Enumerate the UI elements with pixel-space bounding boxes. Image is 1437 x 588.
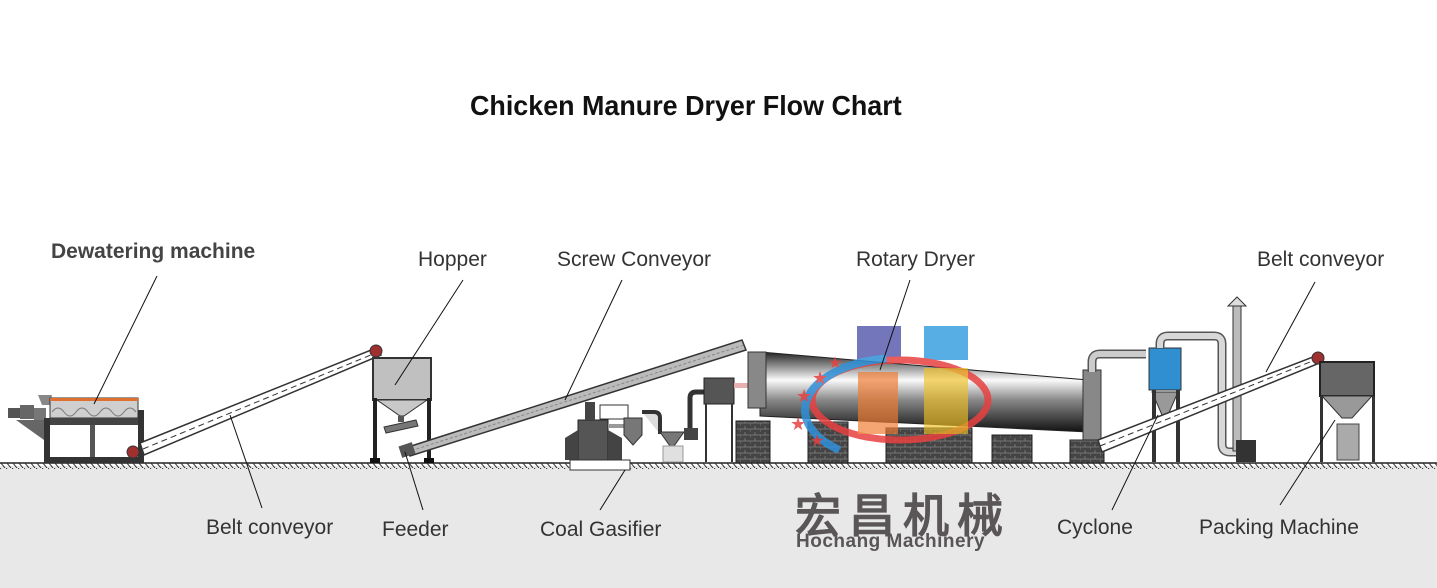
- label-belt-conveyor-bottom: Belt conveyor: [206, 516, 334, 539]
- packing-machine: [1319, 361, 1375, 462]
- svg-text:★: ★: [790, 414, 806, 434]
- svg-text:★: ★: [810, 433, 824, 450]
- ground-line: [0, 462, 1437, 469]
- label-coal-gasifier: Coal Gasifier: [540, 518, 662, 541]
- page-title: Chicken Manure Dryer Flow Chart: [470, 90, 902, 121]
- coal-gasifier: [565, 402, 698, 471]
- label-belt-conveyor-top: Belt conveyor: [1257, 248, 1385, 271]
- dewatering-machine: [8, 395, 144, 463]
- label-cyclone: Cyclone: [1057, 516, 1133, 539]
- rotary-dryer: [735, 351, 1105, 464]
- leader-lines: [93, 275, 1336, 511]
- belt-conveyor-2: [1097, 351, 1325, 453]
- logo-english-text: Hochang Machinery: [796, 531, 986, 552]
- chimney: [1226, 296, 1256, 462]
- ground-area: [0, 466, 1437, 588]
- label-hopper: Hopper: [418, 248, 487, 271]
- label-screw-conveyor: Screw Conveyor: [557, 248, 712, 271]
- cyclone: [1087, 331, 1236, 462]
- feeder: [383, 416, 419, 434]
- label-packing-machine: Packing Machine: [1199, 516, 1359, 539]
- hopper: [370, 357, 434, 463]
- svg-text:★: ★: [812, 368, 828, 388]
- hot-air-box: [687, 377, 748, 462]
- belt-conveyor-1: [139, 344, 383, 457]
- logo-chinese-text: 宏昌机械: [795, 489, 1011, 543]
- svg-text:★: ★: [828, 355, 842, 372]
- label-feeder: Feeder: [382, 518, 449, 541]
- screw-conveyor: [398, 339, 747, 458]
- logo-mark: ★ ★ ★ ★ ★: [790, 326, 999, 466]
- svg-text:★: ★: [796, 386, 812, 406]
- label-rotary-dryer: Rotary Dryer: [856, 248, 976, 271]
- label-dewatering-machine: Dewatering machine: [51, 240, 256, 263]
